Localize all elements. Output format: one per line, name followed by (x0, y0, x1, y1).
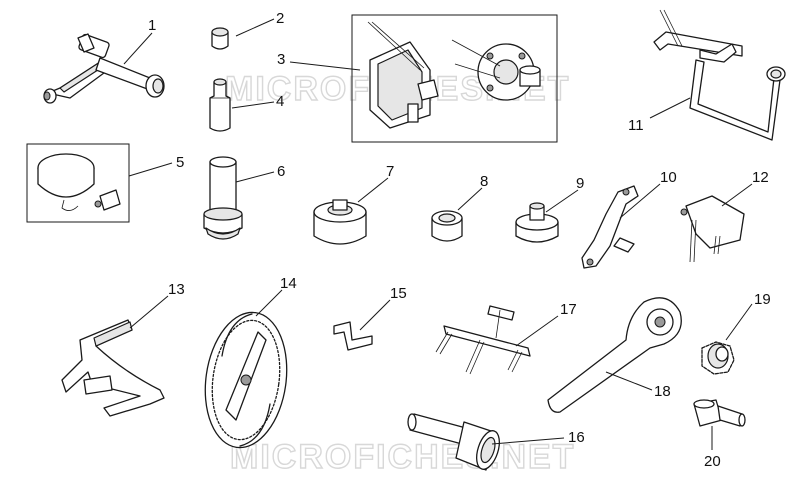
part-11-c-clamp (653, 9, 786, 141)
callout-8: 8 (480, 173, 488, 190)
part-12-alignment-plate (680, 195, 745, 263)
callout-14: 14 (280, 275, 297, 292)
part-1-crank-tool (43, 33, 165, 104)
part-4-pin-drift (209, 78, 231, 132)
callout-12: 12 (752, 169, 769, 186)
leader-lines (123, 18, 753, 450)
part-8-sleeve (431, 210, 463, 242)
callout-3: 3 (277, 51, 285, 68)
callout-15: 15 (390, 285, 407, 302)
callout-1: 1 (148, 17, 156, 34)
callout-19: 19 (754, 291, 771, 308)
part-16-knurled-tool (407, 413, 500, 471)
part-3-puller-set (351, 14, 558, 143)
part-7-cup-tool (313, 199, 367, 245)
callout-13: 13 (168, 281, 185, 298)
part-10-lock-bracket (581, 185, 639, 269)
callout-labels: 1 2 3 4 5 6 7 8 9 10 11 12 13 14 15 16 1… (148, 10, 771, 470)
callout-10: 10 (660, 169, 677, 186)
part-20-stepped-pin (693, 399, 746, 427)
part-18-spanner (547, 297, 682, 413)
callout-5: 5 (176, 154, 184, 171)
part-14-degree-wheel (204, 311, 288, 449)
callout-11: 11 (628, 117, 644, 134)
part-19-gear (701, 341, 735, 375)
callout-4: 4 (276, 93, 284, 110)
callout-17: 17 (560, 301, 577, 318)
callout-2: 2 (276, 10, 284, 27)
callout-18: 18 (654, 383, 671, 400)
callout-16: 16 (568, 429, 585, 446)
callout-9: 9 (576, 175, 584, 192)
callout-20: 20 (704, 453, 721, 470)
part-5-ring-clamp (26, 143, 130, 223)
callout-6: 6 (277, 163, 285, 180)
part-13-holder-plate (61, 319, 165, 417)
watermark-bottom: MICROFICHES.NET (230, 438, 575, 476)
part-15-l-bracket (333, 321, 373, 351)
part-2-bushing (211, 27, 229, 50)
callout-7: 7 (386, 163, 394, 180)
part-17-pin-rack (435, 305, 531, 375)
part-9-cup-stem (515, 202, 559, 243)
part-6-installer (203, 156, 243, 240)
